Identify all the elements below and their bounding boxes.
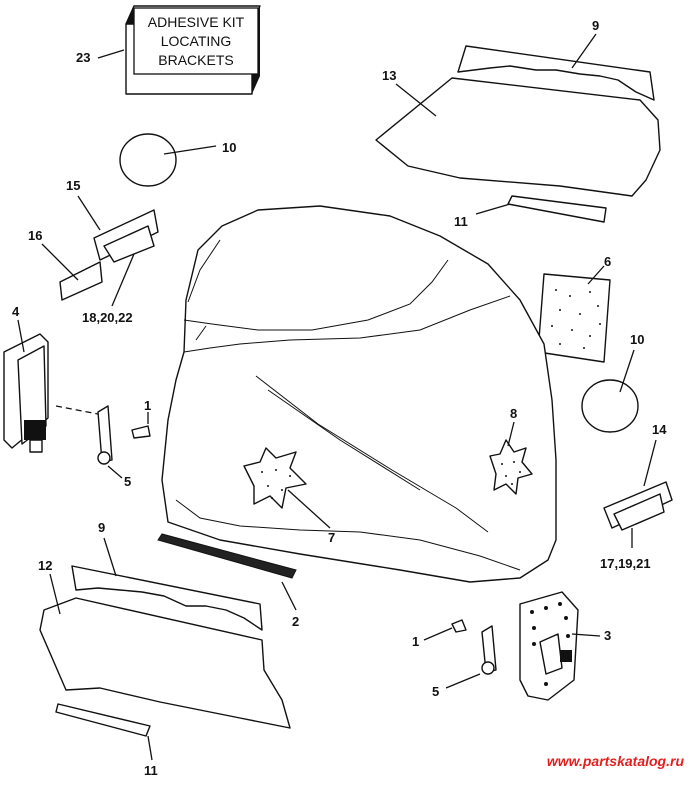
callout-10-right: 10 [630, 332, 644, 347]
left-decal-set [59, 209, 159, 301]
callout-16: 16 [28, 228, 42, 243]
callout-8: 8 [510, 406, 517, 421]
callout-9-top: 9 [592, 18, 599, 33]
clip-left [97, 405, 151, 465]
bracket-part-4 [3, 333, 49, 453]
side-panel-part-13 [375, 77, 661, 197]
callout-23: 23 [76, 50, 90, 65]
kit-line-2: LOCATING [161, 33, 232, 49]
callout-11-bottom: 11 [144, 763, 158, 778]
callout-18-20-22: 18,20,22 [82, 310, 133, 325]
callout-4: 4 [12, 304, 20, 319]
engine-cowling [161, 205, 557, 583]
watermark-text: www.partskatalog.ru [547, 753, 685, 769]
bottom-strip-part-9 [71, 565, 263, 631]
callout-1-left: 1 [144, 398, 151, 413]
star-decal-part-7 [243, 447, 307, 509]
callout-5-right: 5 [432, 684, 439, 699]
callout-15: 15 [66, 178, 80, 193]
callout-1-right: 1 [412, 634, 419, 649]
strip-part-11-bottom [55, 703, 151, 737]
callout-3: 3 [604, 628, 611, 643]
star-decal-part-8 [489, 439, 533, 495]
callout-5-left: 5 [124, 474, 131, 489]
mount-plate-part-3 [519, 591, 579, 701]
callout-13: 13 [382, 68, 396, 83]
right-decal-set [603, 481, 673, 531]
clip-right [451, 619, 497, 675]
callout-17-19-21: 17,19,21 [600, 556, 651, 571]
adhesive-kit-box: ADHESIVE KIT LOCATING BRACKETS [125, 5, 261, 95]
callout-14: 14 [652, 422, 667, 437]
side-panel-part-12 [39, 597, 291, 729]
seal-strip-part-2 [157, 533, 297, 579]
circle-decal-top [119, 133, 177, 187]
callout-10-top: 10 [222, 140, 236, 155]
callout-7: 7 [328, 530, 335, 545]
callout-11-top: 11 [454, 214, 468, 229]
strip-part-11-top [507, 195, 607, 223]
top-strip-part-9 [457, 45, 655, 101]
callout-9-bottom: 9 [98, 520, 105, 535]
kit-line-3: BRACKETS [158, 52, 233, 68]
callout-12: 12 [38, 558, 52, 573]
kit-line-1: ADHESIVE KIT [148, 14, 245, 30]
circle-decal-right [581, 379, 639, 433]
callout-2: 2 [292, 614, 299, 629]
callout-6: 6 [604, 254, 611, 269]
foam-pad-part-6 [537, 273, 611, 363]
